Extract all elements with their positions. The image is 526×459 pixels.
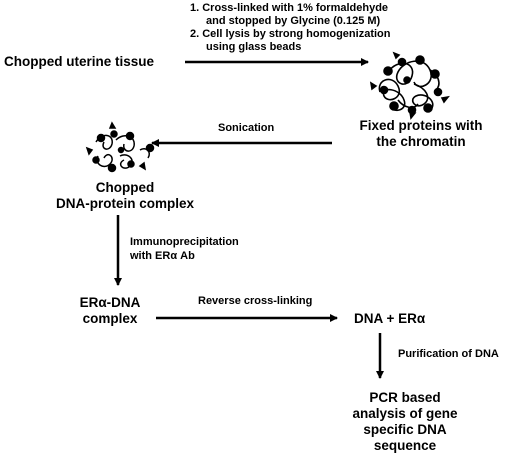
chopped-chromatin-icon — [85, 121, 155, 173]
result-label: DNA + ERα — [354, 311, 426, 326]
fixed-proteins-label-line2: the chromatin — [376, 134, 466, 149]
final-label-line1: PCR based — [369, 390, 441, 405]
ip-label-line2: with ERα Ab — [130, 250, 195, 262]
crosslink-step-1: 1. Cross-linked with 1% formaldehyde — [190, 2, 389, 14]
chromatin-cluster-icon — [369, 51, 450, 120]
chopped-label-line2: DNA-protein complex — [55, 196, 194, 211]
fixed-proteins-label-line1: Fixed proteins with — [359, 118, 483, 133]
complex-label-line2: complex — [82, 311, 138, 326]
start-node-label: Chopped uterine tissue — [4, 54, 155, 69]
crosslink-step-2: 2. Cell lysis by strong homogenization — [190, 28, 391, 40]
sonication-label: Sonication — [218, 122, 275, 134]
chopped-label-line1: Chopped — [95, 180, 155, 195]
final-label-line3: specific DNA — [363, 422, 447, 437]
crosslink-step-1-cont: and stopped by Glycine (0.125 M) — [206, 15, 381, 27]
purification-label: Purification of DNA — [398, 348, 499, 360]
crosslink-step-2-cont: using glass beads — [206, 41, 302, 53]
reverse-crosslink-label: Reverse cross-linking — [198, 295, 313, 307]
complex-label-line1: ERα-DNA — [79, 295, 141, 310]
ip-label-line1: Immunoprecipitation — [130, 236, 239, 248]
final-label-line4: sequence — [373, 438, 437, 453]
final-label-line2: analysis of gene — [352, 406, 458, 421]
